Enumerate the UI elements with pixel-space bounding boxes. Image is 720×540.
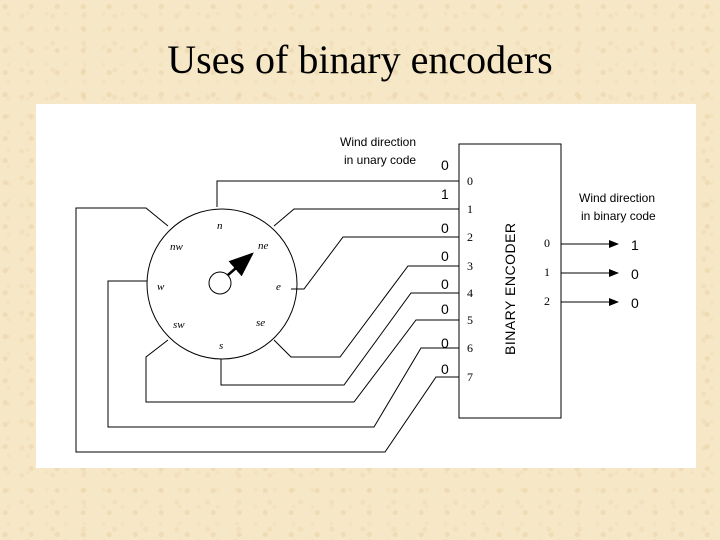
input-index: 3 — [467, 259, 473, 273]
wire-nw — [75, 207, 459, 453]
input-indices: 0 1 2 3 4 5 6 7 — [467, 174, 473, 384]
input-value: 0 — [441, 157, 449, 173]
output-index: 0 — [544, 236, 550, 250]
output-value: 0 — [631, 295, 639, 311]
compass-label-sw: sw — [173, 319, 185, 331]
input-index: 0 — [467, 174, 473, 188]
compass-label-nw: nw — [170, 241, 184, 253]
input-value: 0 — [441, 220, 449, 236]
wire-e — [291, 236, 459, 290]
input-value: 0 — [441, 335, 449, 351]
compass-label-s: s — [219, 340, 223, 352]
output-value: 1 — [631, 237, 639, 253]
slide-title: Uses of binary encoders — [167, 37, 553, 82]
wire-n — [216, 180, 459, 207]
encoder-diagram: n ne e se s sw w nw BINARY EN — [75, 135, 656, 453]
input-index: 7 — [467, 370, 473, 384]
input-value: 1 — [441, 186, 449, 202]
output-value: 0 — [631, 266, 639, 282]
compass-label-e: e — [276, 281, 281, 293]
input-value: 0 — [441, 361, 449, 377]
wires — [75, 180, 459, 453]
wire-sw — [145, 319, 459, 403]
output-index: 2 — [544, 294, 550, 308]
pointer-needle — [227, 252, 254, 277]
encoder-label: BINARY ENCODER — [502, 222, 518, 355]
output-values: 1 0 0 — [631, 237, 639, 311]
compass-label-se: se — [256, 317, 265, 329]
binary-label-line1: Wind direction — [579, 191, 655, 205]
unary-label-line1: Wind direction — [340, 135, 416, 149]
encoder-box — [458, 143, 562, 419]
diagram-panel: n ne e se s sw w nw BINARY EN — [36, 104, 696, 468]
input-index: 2 — [467, 230, 473, 244]
input-value: 0 — [441, 248, 449, 264]
pointer-hub — [208, 271, 232, 295]
compass-label-w: w — [157, 281, 165, 293]
output-index: 1 — [544, 265, 550, 279]
output-arrows — [561, 240, 619, 306]
wire-w — [107, 280, 459, 428]
input-index: 4 — [467, 286, 473, 300]
wire-s — [220, 292, 459, 386]
unary-label-line2: in unary code — [344, 153, 416, 167]
compass-label-ne: ne — [258, 240, 269, 252]
input-index: 1 — [467, 202, 473, 216]
input-value: 0 — [441, 276, 449, 292]
input-values: 0 1 0 0 0 0 0 0 — [441, 157, 449, 377]
compass-label-n: n — [217, 220, 223, 232]
input-value: 0 — [441, 301, 449, 317]
wire-ne — [273, 208, 459, 227]
binary-label-line2: in binary code — [581, 209, 656, 223]
input-index: 5 — [467, 313, 473, 327]
input-index: 6 — [467, 341, 473, 355]
output-indices: 0 1 2 — [544, 236, 550, 308]
wire-se — [273, 265, 459, 358]
